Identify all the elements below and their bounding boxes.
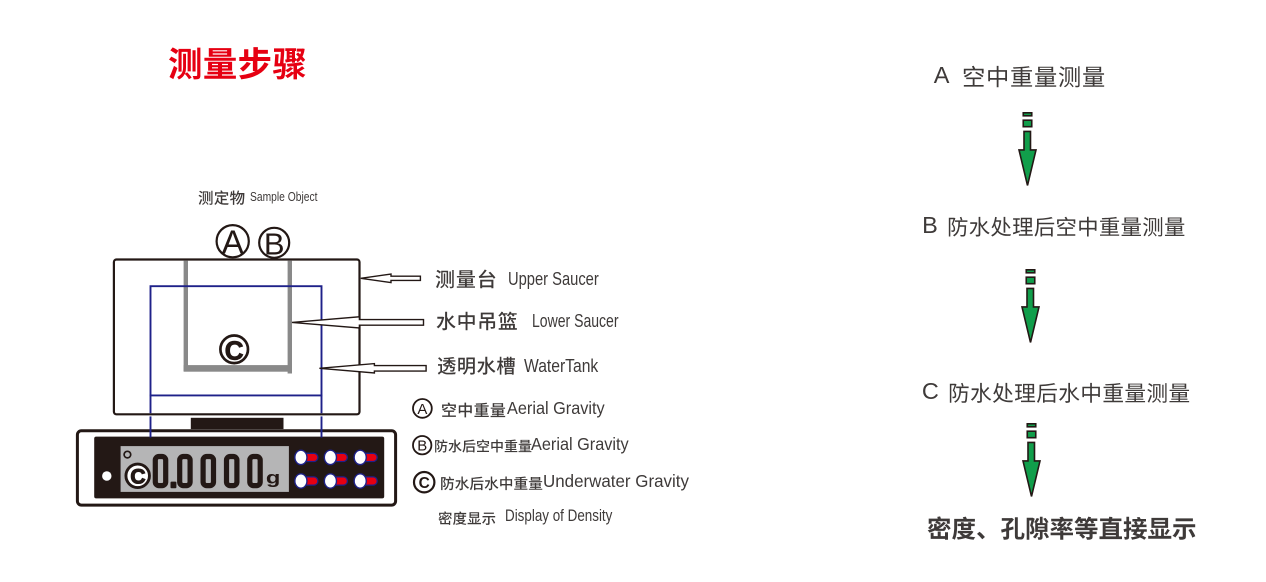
svg-text:C: C (225, 335, 244, 365)
svg-text:B: B (417, 437, 427, 454)
svg-text:C: C (418, 475, 429, 492)
svg-text:A: A (222, 223, 244, 260)
svg-text:B: B (264, 226, 285, 261)
svg-text:g: g (266, 468, 281, 488)
svg-text:C: C (130, 465, 145, 488)
svg-text:A: A (418, 400, 428, 417)
